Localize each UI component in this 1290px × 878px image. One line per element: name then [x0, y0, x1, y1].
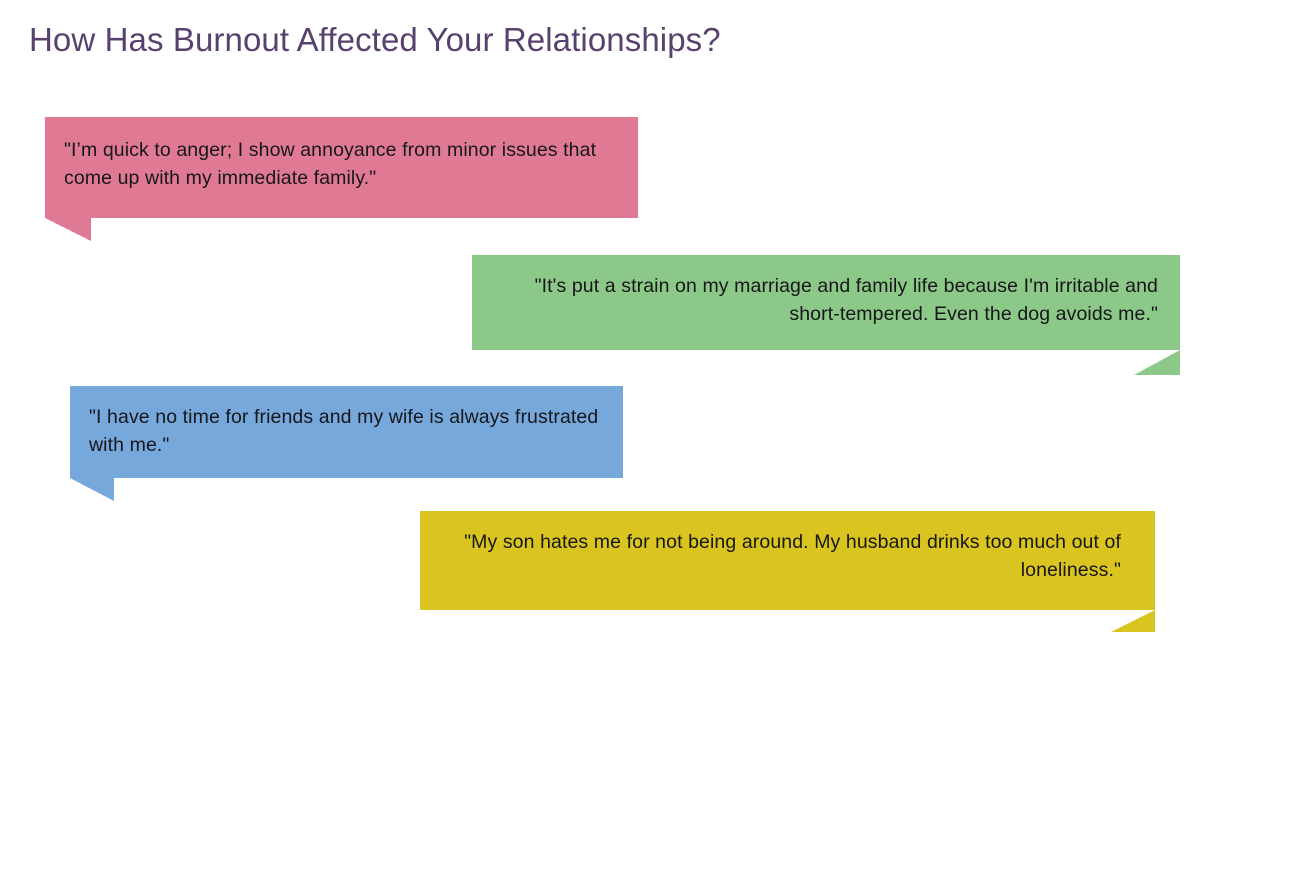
quote-bubble-pink-body: "I’m quick to anger; I show annoyance fr…	[45, 117, 638, 241]
quote-text-green: "It's put a strain on my marriage and fa…	[534, 275, 1158, 325]
quote-bubble-green: "It's put a strain on my marriage and fa…	[472, 255, 1180, 375]
quote-text-blue: "I have no time for friends and my wife …	[89, 406, 599, 456]
quote-bubble-yellow: "My son hates me for not being around. M…	[420, 511, 1155, 632]
speech-tail-icon	[45, 218, 91, 241]
quote-bubble-pink: "I’m quick to anger; I show annoyance fr…	[45, 117, 638, 241]
quote-text-pink: "I’m quick to anger; I show annoyance fr…	[64, 139, 597, 189]
speech-tail-icon	[70, 478, 114, 501]
quote-bubble-green-body: "It's put a strain on my marriage and fa…	[472, 255, 1180, 375]
speech-tail-icon	[1134, 350, 1180, 375]
page-title: How Has Burnout Affected Your Relationsh…	[29, 21, 721, 58]
quote-bubble-yellow-body: "My son hates me for not being around. M…	[420, 511, 1155, 632]
speech-tail-icon	[1111, 610, 1155, 632]
quote-bubble-blue: "I have no time for friends and my wife …	[70, 386, 623, 501]
quote-text-yellow: "My son hates me for not being around. M…	[464, 531, 1121, 581]
quote-bubble-blue-body: "I have no time for friends and my wife …	[70, 386, 623, 501]
